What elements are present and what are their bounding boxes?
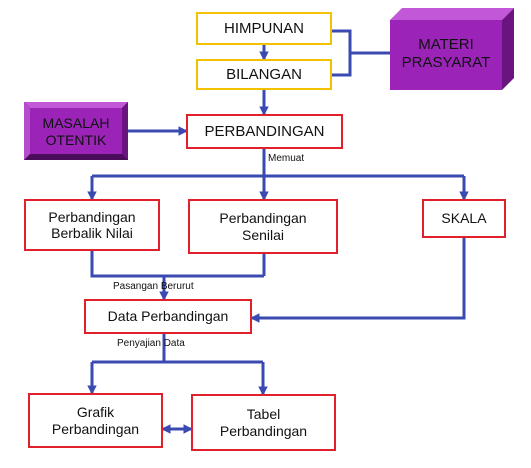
edge-prasyarat-bracket — [332, 29, 352, 77]
masalah-otentik-bevel-right — [122, 102, 128, 160]
node-perbandingan-senilai: Perbandingan Senilai — [188, 199, 338, 254]
edge-skala-to-data — [250, 238, 466, 323]
node-himpunan: HIMPUNAN — [196, 12, 332, 45]
masalah-otentik-block: MASALAH OTENTIK — [24, 102, 128, 160]
masalah-otentik-line1: MASALAH — [43, 115, 110, 131]
node-perbandingan-label: PERBANDINGAN — [204, 122, 325, 140]
edge-label-pasangan-berurut: Pasangan Berurut — [113, 281, 194, 292]
node-senilai-line2: Senilai — [241, 226, 285, 243]
node-perbandingan: PERBANDINGAN — [186, 114, 343, 149]
node-berbalik-line2: Berbalik Nilai — [51, 225, 133, 241]
node-perbandingan-berbalik-nilai: Perbandingan Berbalik Nilai — [24, 199, 160, 251]
edge-berbalik-to-merge — [90, 251, 264, 278]
node-skala-label: SKALA — [441, 210, 487, 227]
node-bilangan: BILANGAN — [196, 59, 332, 90]
masalah-otentik-line2: OTENTIK — [46, 132, 107, 148]
materi-prasyarat-line1: MATERI — [418, 36, 474, 53]
node-grafik-perbandingan: Grafik Perbandingan — [28, 393, 163, 448]
node-grafik-line2: Perbandingan — [51, 420, 140, 437]
materi-prasyarat-side-face — [502, 8, 514, 90]
materi-prasyarat-block: MATERI PRASYARAT — [390, 8, 514, 90]
masalah-otentik-bevel-top — [24, 102, 128, 108]
materi-prasyarat-front-face — [390, 20, 502, 90]
node-data-perbandingan: Data Perbandingan — [84, 299, 252, 334]
masalah-otentik-bevel-left — [24, 102, 30, 160]
masalah-otentik-face — [30, 108, 122, 154]
materi-prasyarat-line2: PRASYARAT — [402, 54, 491, 71]
edge-label-memuat: Memuat — [268, 153, 305, 164]
node-tabel-line2: Perbandingan — [219, 422, 308, 439]
node-tabel-line1: Tabel — [246, 406, 281, 423]
node-data-perbandingan-label: Data Perbandingan — [107, 308, 229, 325]
node-himpunan-label: HIMPUNAN — [223, 19, 304, 37]
node-bilangan-label: BILANGAN — [226, 65, 302, 83]
materi-prasyarat-top-face — [390, 8, 514, 20]
node-senilai-line1: Perbandingan — [219, 210, 307, 227]
edge-label-penyajian-data: Penyajian Data — [117, 338, 185, 349]
node-grafik-line1: Grafik — [76, 404, 115, 421]
node-berbalik-line1: Perbandingan — [48, 208, 136, 225]
node-tabel-perbandingan: Tabel Perbandingan — [191, 394, 336, 451]
node-skala: SKALA — [422, 199, 506, 238]
